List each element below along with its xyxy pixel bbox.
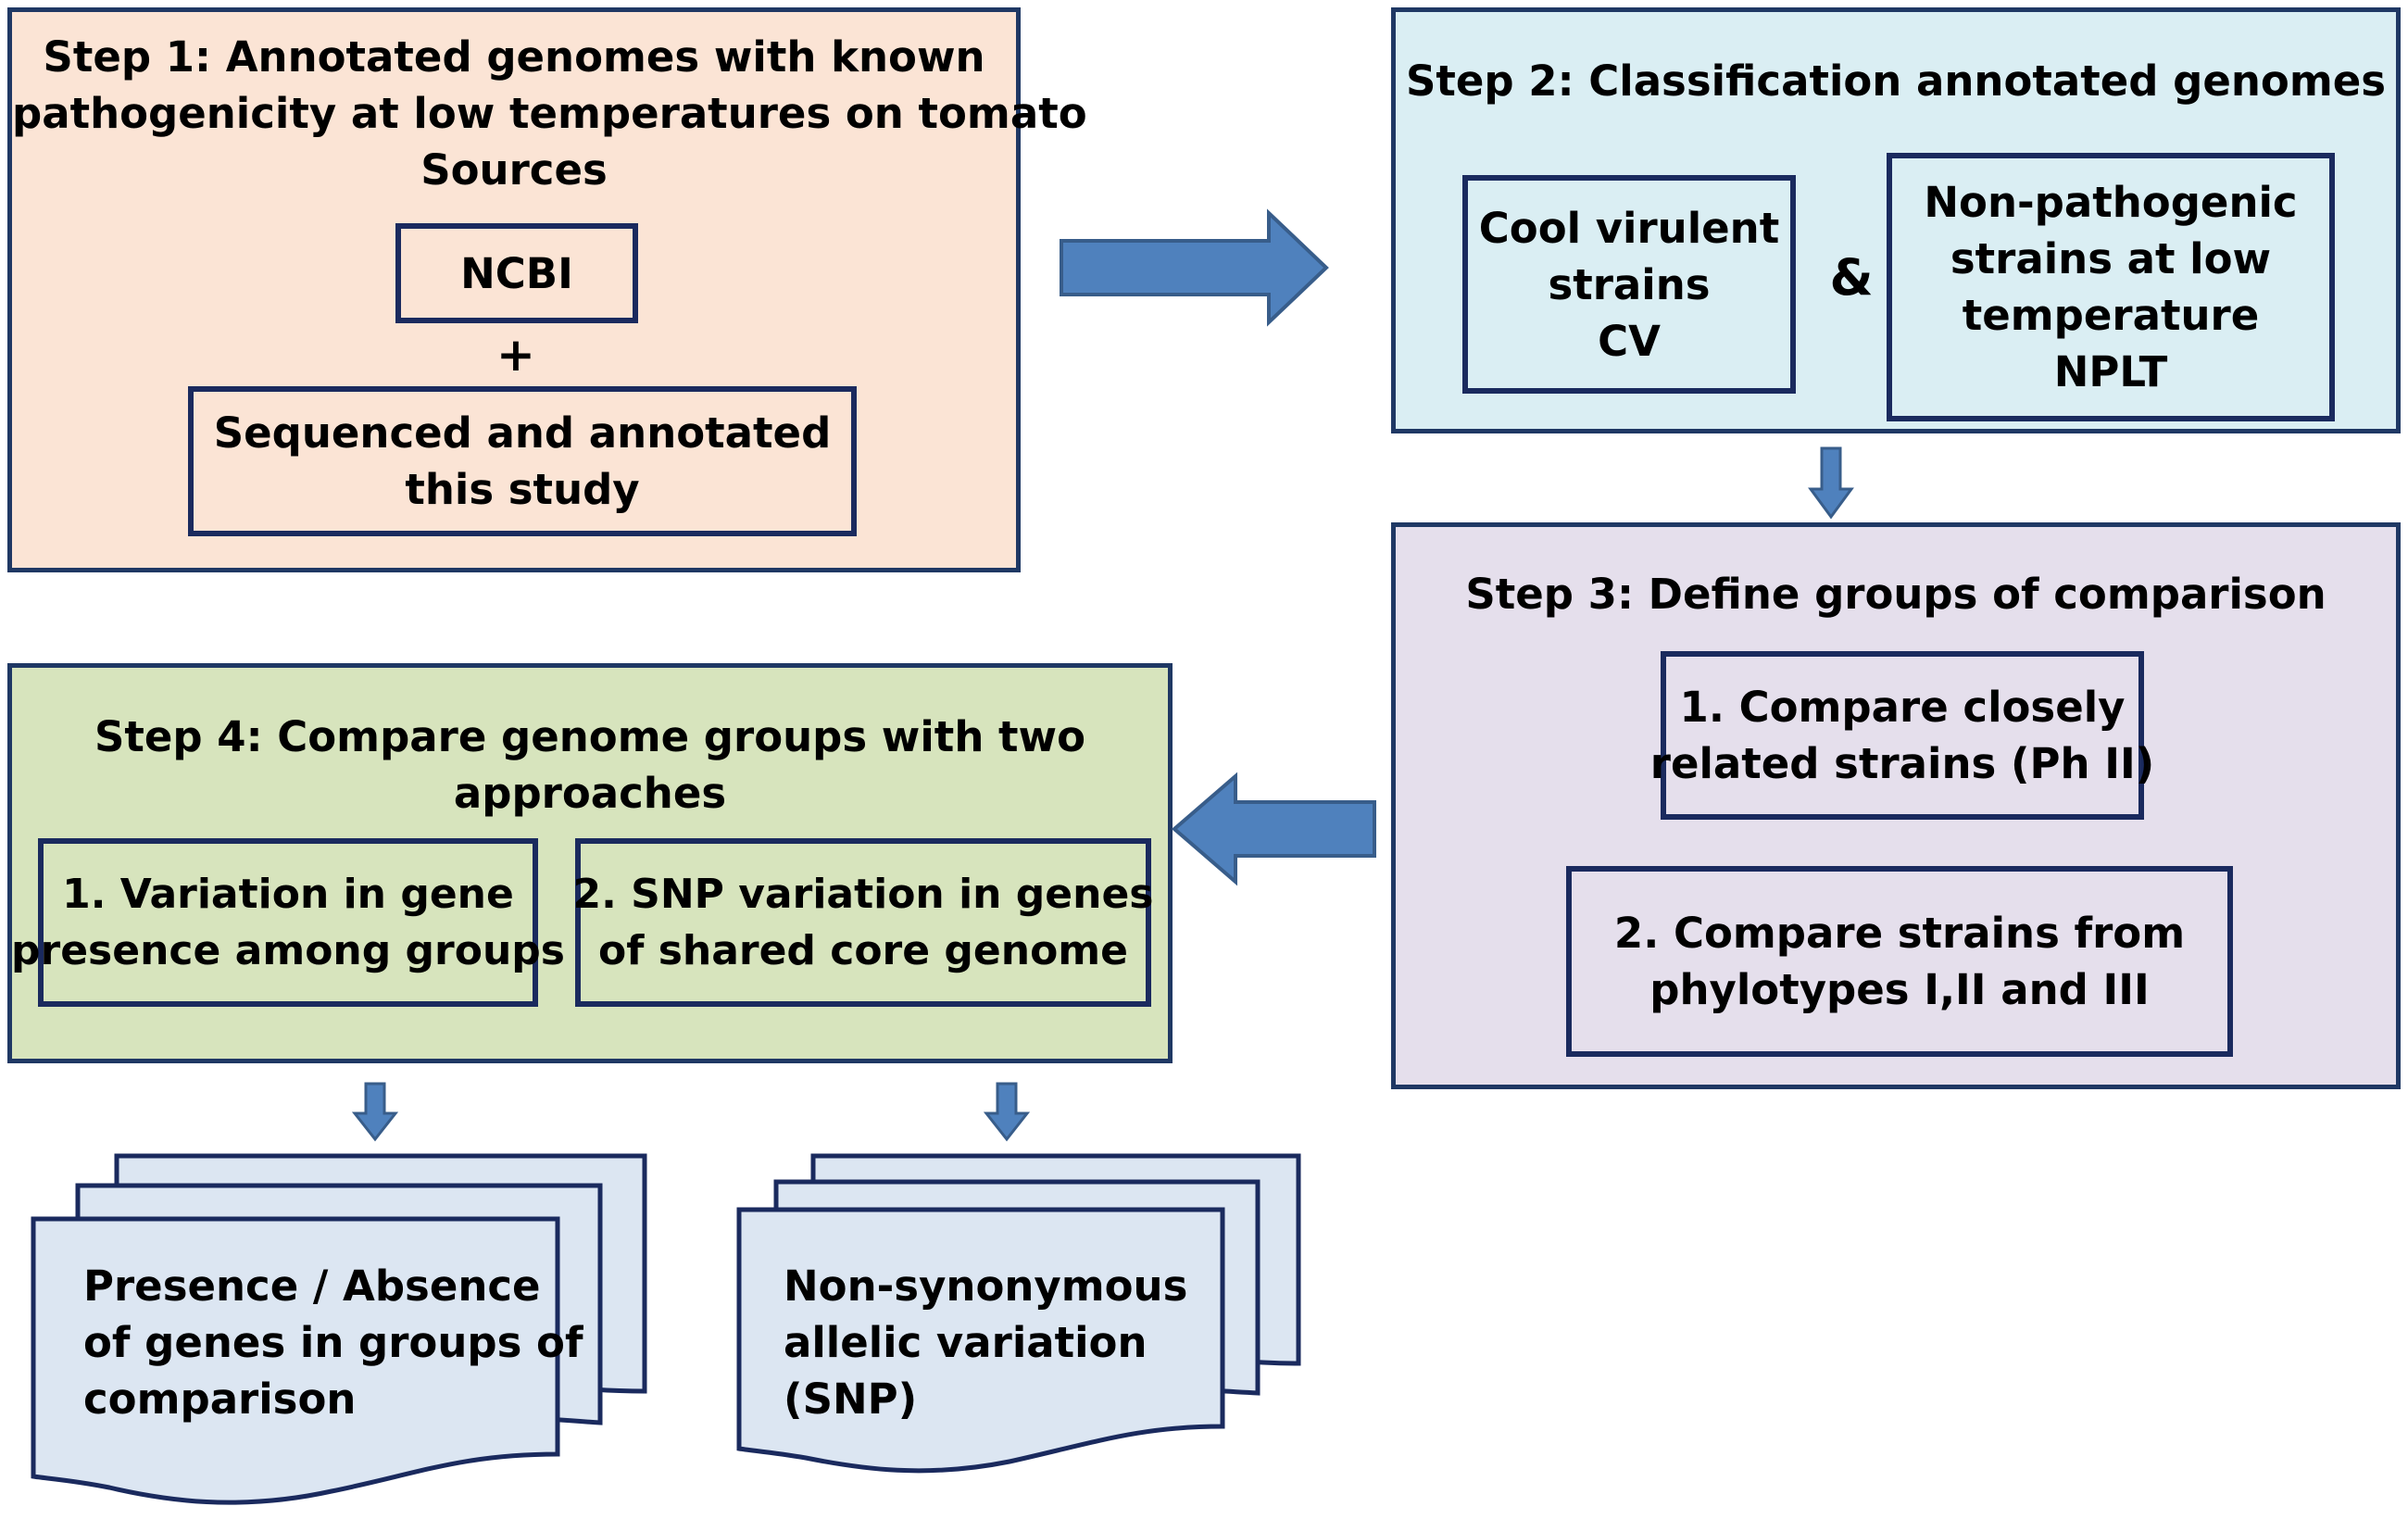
arrow-down-right-output-icon (984, 1082, 1030, 1142)
nplt-line-4: NPLT (2053, 347, 2168, 396)
step4-item2-line-1: 2. SNP variation in genes (572, 871, 1154, 918)
plus-sign: + (496, 328, 535, 382)
step3-item1-line-2: related strains (Ph II) (1649, 739, 2155, 788)
arrow-down-step2-to-step3-icon (1808, 446, 1854, 520)
step3-item1-line-1: 1. Compare closely (1679, 683, 2126, 732)
step4-item1-box: 1. Variation in gene presence among grou… (11, 838, 565, 1007)
presence-output-text: Presence / Absence of genes in groups of… (83, 1258, 583, 1427)
sequenced-line-2: this study (405, 465, 640, 514)
nplt-line-3: temperature (1962, 291, 2260, 340)
arrow-down-left-output-icon (352, 1082, 398, 1142)
ncbi-box: NCBI (395, 223, 638, 323)
step1-panel: Step 1: Annotated genomes with known pat… (7, 7, 1087, 572)
step4-title-line-1: Step 4: Compare genome groups with two (94, 712, 1086, 761)
ampersand: & (1829, 248, 1874, 307)
presence-line-3: comparison (83, 1375, 357, 1424)
nplt-box: Non-pathogenic strains at low temperatur… (1887, 153, 2335, 421)
snp-line-1: Non-synonymous (784, 1262, 1188, 1311)
sequenced-line-1: Sequenced and annotated (213, 408, 832, 458)
snp-output-text: Non-synonymous allelic variation (SNP) (784, 1258, 1187, 1427)
step4-item2-line-2: of shared core genome (598, 927, 1128, 974)
arrow-right-icon (1060, 208, 1329, 327)
cv-box: Cool virulent strains CV (1462, 175, 1796, 394)
cv-line-3: CV (1598, 316, 1661, 366)
nplt-line-2: strains at low (1950, 234, 2272, 283)
step1-title-line-2: pathogenicity at low temperatures on tom… (12, 89, 1087, 138)
sequenced-box: Sequenced and annotated this study (188, 386, 857, 536)
step4-title: Step 4: Compare genome groups with two a… (12, 709, 1168, 822)
presence-document-stack-icon (31, 1153, 647, 1505)
step3-item2-line-1: 2. Compare strains from (1613, 909, 2186, 958)
cv-line-1: Cool virulent (1478, 203, 1780, 253)
step2-title: Step 2: Classification annotated genomes (1396, 53, 2396, 109)
step4-item1-line-1: 1. Variation in gene (62, 871, 514, 918)
step1-title-line-3: Sources (420, 145, 608, 195)
nplt-line-1: Non-pathogenic (1924, 178, 2298, 227)
step1-title: Step 1: Annotated genomes with known pat… (12, 29, 1087, 198)
ncbi-label: NCBI (460, 248, 573, 298)
step3-item2-line-2: phylotypes I,II and III (1649, 965, 2150, 1014)
presence-line-1: Presence / Absence (83, 1262, 541, 1311)
arrow-left-icon (1171, 772, 1376, 886)
step3-item2-box: 2. Compare strains from phylotypes I,II … (1566, 866, 2233, 1057)
snp-document-stack-icon (736, 1153, 1301, 1474)
step3-title: Step 3: Define groups of comparison (1396, 566, 2396, 622)
step3-title-text: Step 3: Define groups of comparison (1465, 570, 2326, 619)
snp-line-2: allelic variation (784, 1318, 1148, 1367)
step4-item2-box: 2. SNP variation in genes of shared core… (572, 838, 1154, 1007)
step4-panel: Step 4: Compare genome groups with two a… (7, 663, 1173, 1063)
presence-line-2: of genes in groups of (83, 1318, 583, 1367)
step2-panel: Step 2: Classification annotated genomes… (1391, 7, 2401, 433)
snp-line-3: (SNP) (784, 1375, 918, 1424)
step1-title-line-1: Step 1: Annotated genomes with known (43, 32, 985, 82)
step3-panel: Step 3: Define groups of comparison 1. C… (1391, 522, 2401, 1089)
step2-title-text: Step 2: Classification annotated genomes (1405, 56, 2387, 106)
step3-item1-box: 1. Compare closely related strains (Ph I… (1650, 651, 2154, 820)
step4-item1-line-2: presence among groups (11, 927, 565, 974)
step4-title-line-2: approaches (453, 769, 727, 818)
cv-line-2: strains (1548, 259, 1711, 309)
